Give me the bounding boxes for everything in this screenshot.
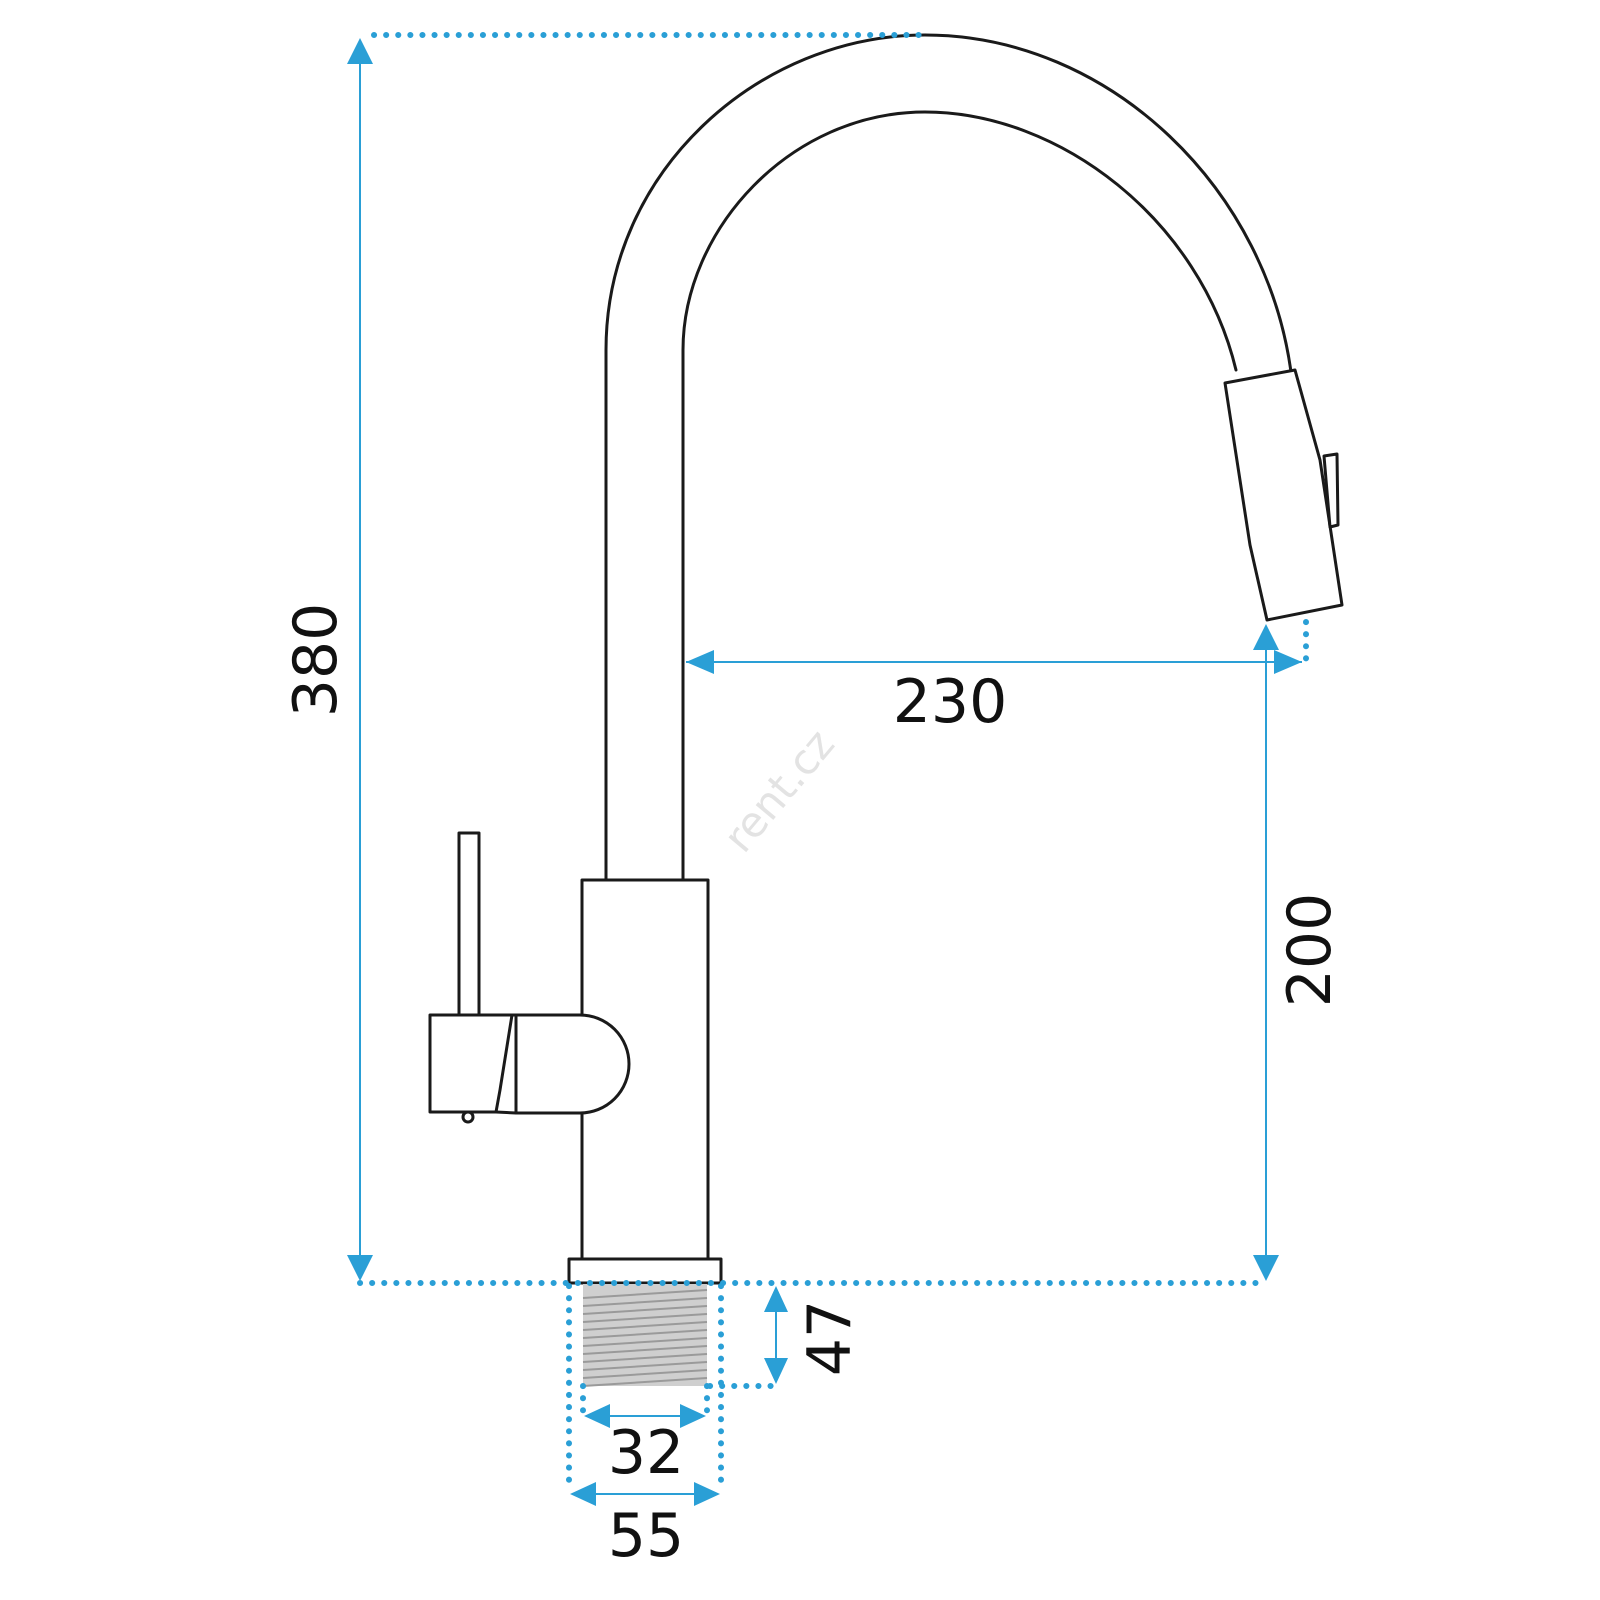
lever-cartridge: [514, 1013, 631, 1115]
arrow-right-thread-diameter: [680, 1404, 706, 1428]
thread-line: [582, 1289, 708, 1299]
spout-outer-outline: [604, 33, 1294, 882]
thread-line: [582, 1329, 708, 1339]
lever-wedge: [494, 1013, 518, 1115]
arrow-right: [1274, 650, 1302, 674]
thread-line: [582, 1313, 708, 1323]
arrow-left-thread-diameter: [584, 1404, 610, 1428]
dimension-spout-clearance: 200: [1253, 624, 1345, 1281]
spray-head: [1223, 368, 1344, 622]
base-ring: [567, 1257, 723, 1285]
thread-line: [582, 1361, 708, 1371]
spout-inner-outline: [681, 110, 1238, 882]
label-thread-length: 47: [795, 1300, 865, 1376]
faucet: [428, 33, 1344, 1387]
arrow-down: [347, 1255, 373, 1281]
watermark: rent.cz: [714, 720, 844, 862]
spray-head-button: [1322, 452, 1340, 529]
lever-joint: [428, 1013, 514, 1114]
lever-stick: [457, 831, 481, 1020]
dimension-base-diameter: 55: [566, 1283, 724, 1571]
arrow-left-base: [570, 1482, 596, 1506]
label-spout-clearance: 200: [1275, 893, 1345, 1008]
lever-pin: [461, 1110, 475, 1124]
label-thread-diameter: 32: [608, 1418, 684, 1488]
dimension-thread-length: 47: [707, 1286, 865, 1389]
label-base-diameter: 55: [608, 1501, 684, 1571]
thread-line: [582, 1337, 708, 1347]
threaded-shank: [582, 1284, 708, 1387]
thread-line: [582, 1377, 708, 1387]
thread-line: [582, 1305, 708, 1315]
arrow-down-thread: [764, 1358, 788, 1384]
arrow-up: [347, 38, 373, 64]
dimension-overall-height: 380: [281, 32, 1263, 1286]
thread-line: [582, 1297, 708, 1307]
thread-line: [582, 1369, 708, 1379]
thread-line: [582, 1321, 708, 1331]
arrow-left: [686, 650, 714, 674]
arrow-up-thread: [764, 1286, 788, 1312]
dimension-spout-reach: 230: [686, 619, 1309, 737]
arrow-up-clearance: [1253, 624, 1279, 650]
label-overall-height: 380: [281, 603, 351, 718]
thread-line: [582, 1353, 708, 1363]
dimension-thread-diameter: 32: [580, 1383, 710, 1488]
arrow-down-clearance: [1253, 1255, 1279, 1281]
thread-line: [582, 1345, 708, 1355]
label-spout-reach: 230: [893, 667, 1008, 737]
arrow-right-base: [694, 1482, 720, 1506]
